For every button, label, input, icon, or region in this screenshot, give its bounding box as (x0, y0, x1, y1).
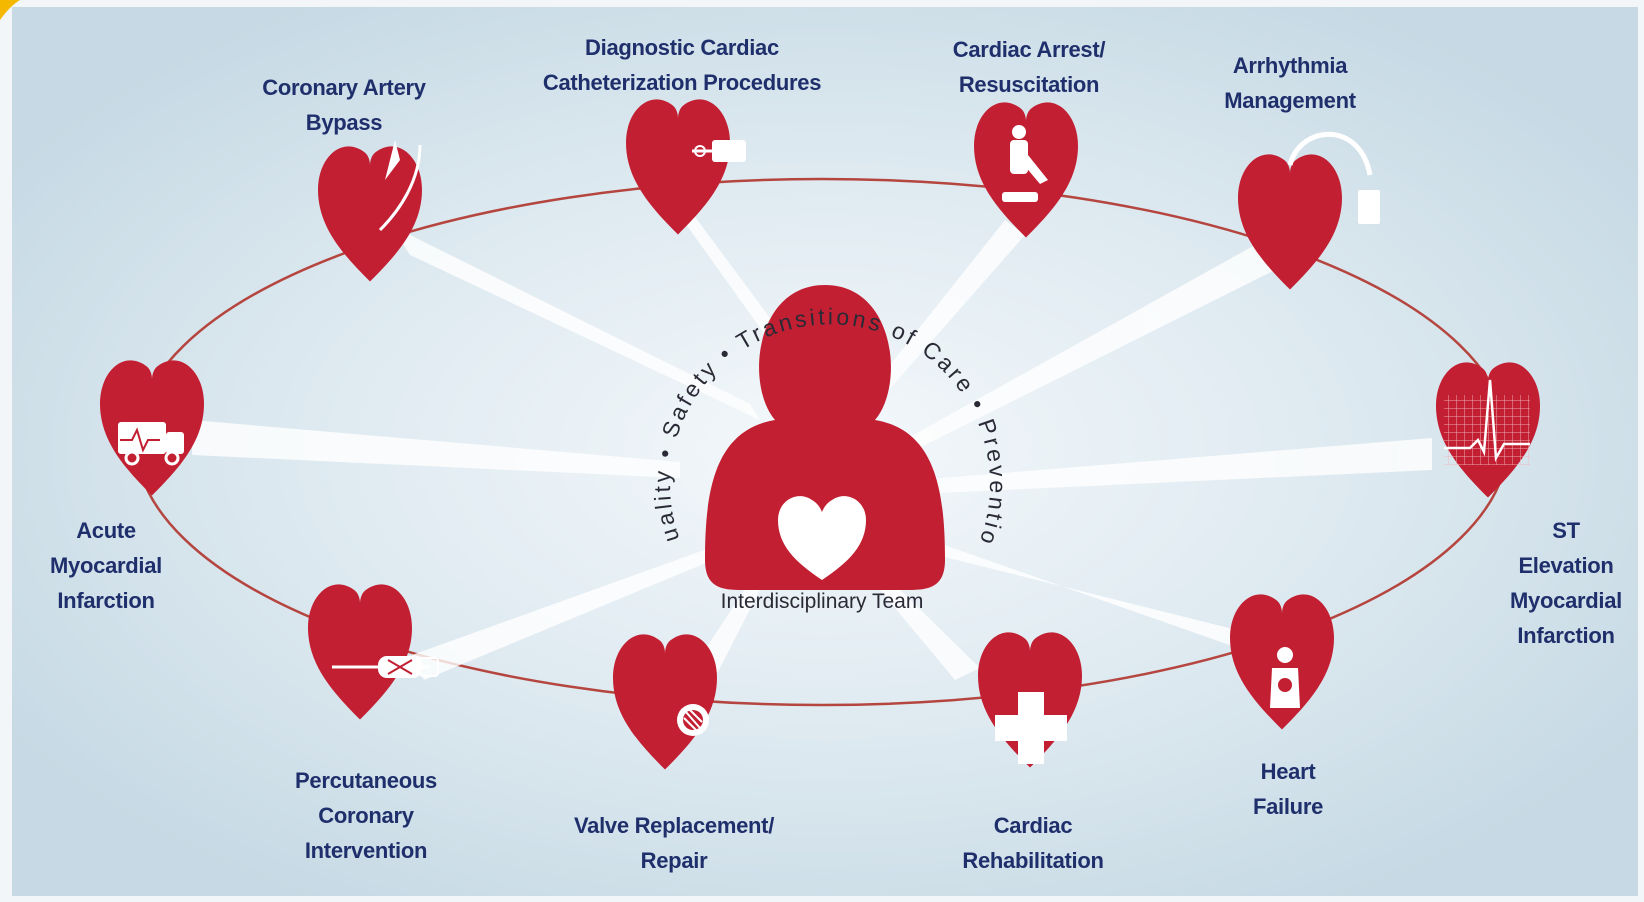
diagnostic-catheterization-node (626, 99, 746, 235)
spoke-coronary-artery-bypass (390, 225, 760, 420)
label-arrhythmia-management: Arrhythmia Management (1224, 53, 1356, 113)
spoke-arrhythmia (908, 245, 1275, 450)
label-acute-mi: Acute Myocardial Infarction (50, 518, 162, 613)
spoke-diagnostic-catheterization (665, 195, 790, 350)
cardiac-arrest-node (974, 102, 1078, 238)
scalpel-icon (378, 140, 422, 232)
label-coronary-artery-bypass: Coronary Artery Bypass (262, 75, 426, 135)
stemi-node (1436, 362, 1540, 498)
label-heart-failure: Heart Failure (1252, 759, 1324, 819)
stent-icon (332, 656, 439, 678)
spokes (192, 195, 1432, 680)
team-figure-icon (705, 285, 945, 590)
corner-tab (0, 0, 20, 20)
label-diagnostic-catheterization: Diagnostic Cardiac Catheterization Proce… (542, 35, 822, 95)
label-stemi: ST Elevation Myocardial Infarction (1510, 518, 1622, 648)
spoke-cardiac-arrest (870, 220, 1025, 400)
label-cardiac-arrest: Cardiac Arrest/ Resuscitation (952, 37, 1106, 97)
catheter-icon (692, 140, 746, 162)
team-label: Interdisciplinary Team (720, 590, 924, 613)
label-cardiac-rehabilitation: Cardiac Rehabilitation (962, 813, 1104, 873)
spoke-rehab (870, 570, 980, 680)
ambulance-icon (118, 422, 184, 466)
patient-icon (1270, 647, 1300, 708)
ecg-icon (1444, 379, 1530, 465)
label-valve-replacement: Valve Replacement/ Repair (573, 813, 775, 873)
cardiac-rehabilitation-node (978, 632, 1082, 768)
pacemaker-icon (1287, 131, 1380, 224)
pci-node (308, 584, 439, 720)
valve-replacement-node (613, 634, 717, 770)
team-heart-icon (778, 496, 866, 580)
spoke-stemi (918, 438, 1432, 494)
spoke-pci (412, 545, 725, 680)
acute-mi-node (100, 360, 204, 496)
coronary-artery-bypass-node (318, 140, 422, 282)
spoke-valve (695, 566, 770, 672)
cpr-icon (1002, 125, 1048, 202)
arrhythmia-management-node (1238, 131, 1380, 290)
valve-icon (677, 704, 709, 736)
heart-failure-node (1230, 594, 1334, 730)
spoke-heart-failure (925, 540, 1258, 655)
label-pci: Percutaneous Coronary Intervention (295, 768, 437, 863)
medical-cross-icon (995, 692, 1067, 764)
spoke-acute-mi (192, 420, 680, 478)
